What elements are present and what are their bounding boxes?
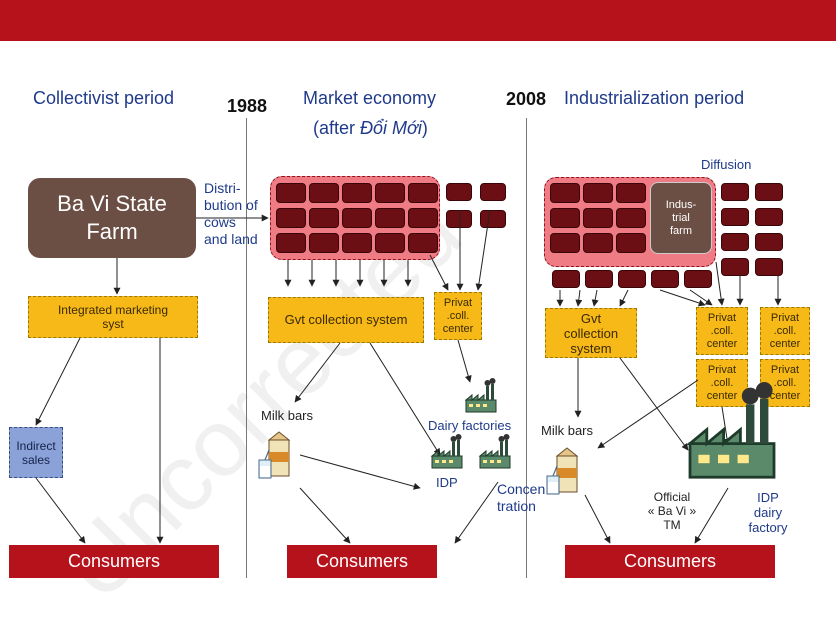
cow-holding-cell: [342, 208, 372, 228]
cow-holding-cell: [616, 183, 646, 203]
title-market-sub: (after Đổi Mới): [313, 118, 428, 138]
cow-holding-cell: [755, 258, 783, 276]
cow-holding-cell: [276, 233, 306, 253]
privat-center-ind-3: Privat.coll.center: [696, 359, 748, 407]
cow-holding-cell: [618, 270, 646, 288]
cow-holding-cell: [480, 210, 506, 228]
privat-center-ind-2: Privat.coll.center: [760, 307, 810, 355]
cow-holding-cell: [446, 210, 472, 228]
milk-bars-label-industrial: Milk bars: [541, 423, 594, 438]
cow-holding-cell: [721, 183, 749, 201]
consumers-collectivist: Consumers: [9, 545, 219, 578]
cow-holding-cell: [550, 208, 580, 228]
cow-holding-cell: [309, 183, 339, 203]
official-tm-label: Official« Ba Vi »TM: [647, 490, 697, 532]
privat-center-ind-1: Privat.coll.center: [696, 307, 748, 355]
header-bar: [0, 0, 836, 41]
divider-1988: [246, 118, 247, 578]
cow-holding-cell: [309, 233, 339, 253]
cow-holding-cell: [276, 183, 306, 203]
idp-label-market: IDP: [436, 475, 458, 490]
diagram-arrows-and-icons: [35, 209, 782, 544]
cow-holding-cell: [552, 270, 580, 288]
cow-holding-cell: [408, 183, 438, 203]
year-1988: 1988: [227, 96, 268, 116]
cow-holding-cell: [651, 270, 679, 288]
cow-holding-cell: [585, 270, 613, 288]
year-2008: 2008: [506, 89, 547, 109]
cow-holding-cell: [408, 208, 438, 228]
cow-holding-cell: [721, 208, 749, 226]
title-industrialization: Industrialization period: [564, 88, 745, 108]
cow-holding-cell: [375, 208, 405, 228]
cow-holding-cell: [583, 208, 613, 228]
divider-2008: [526, 118, 527, 578]
cow-holding-cell: [755, 233, 783, 251]
consumers-market: Consumers: [287, 545, 437, 578]
cow-holding-cell: [721, 233, 749, 251]
cow-holding-cell: [550, 233, 580, 253]
title-collectivist: Collectivist period: [33, 88, 175, 108]
cow-holding-cell: [375, 233, 405, 253]
cow-holding-cell: [755, 208, 783, 226]
cow-holding-cell: [583, 183, 613, 203]
diffusion-label: Diffusion: [701, 157, 752, 172]
cow-holding-cell: [342, 183, 372, 203]
cow-holding-cell: [755, 183, 783, 201]
cow-holding-cell: [276, 208, 306, 228]
cow-holding-cell: [480, 183, 506, 201]
cow-holding-cell: [375, 183, 405, 203]
dairy-factories-label: Dairy factories: [428, 418, 512, 433]
cow-holding-cell: [583, 233, 613, 253]
cow-holding-cell: [408, 233, 438, 253]
cow-holding-cell: [550, 183, 580, 203]
privat-center-market: Privat.coll.center: [434, 292, 482, 340]
cow-holding-cell: [446, 183, 472, 201]
cow-holding-cell: [684, 270, 712, 288]
title-market: Market economy: [303, 88, 437, 108]
cow-holding-cell: [342, 233, 372, 253]
cow-holding-cell: [616, 208, 646, 228]
gvt-collection-market: Gvt collection system: [268, 297, 424, 343]
cow-holding-cell: [616, 233, 646, 253]
milk-bars-label-market: Milk bars: [261, 408, 314, 423]
cow-holding-cell: [309, 208, 339, 228]
cow-holding-cell: [721, 258, 749, 276]
consumers-industrial: Consumers: [565, 545, 775, 578]
